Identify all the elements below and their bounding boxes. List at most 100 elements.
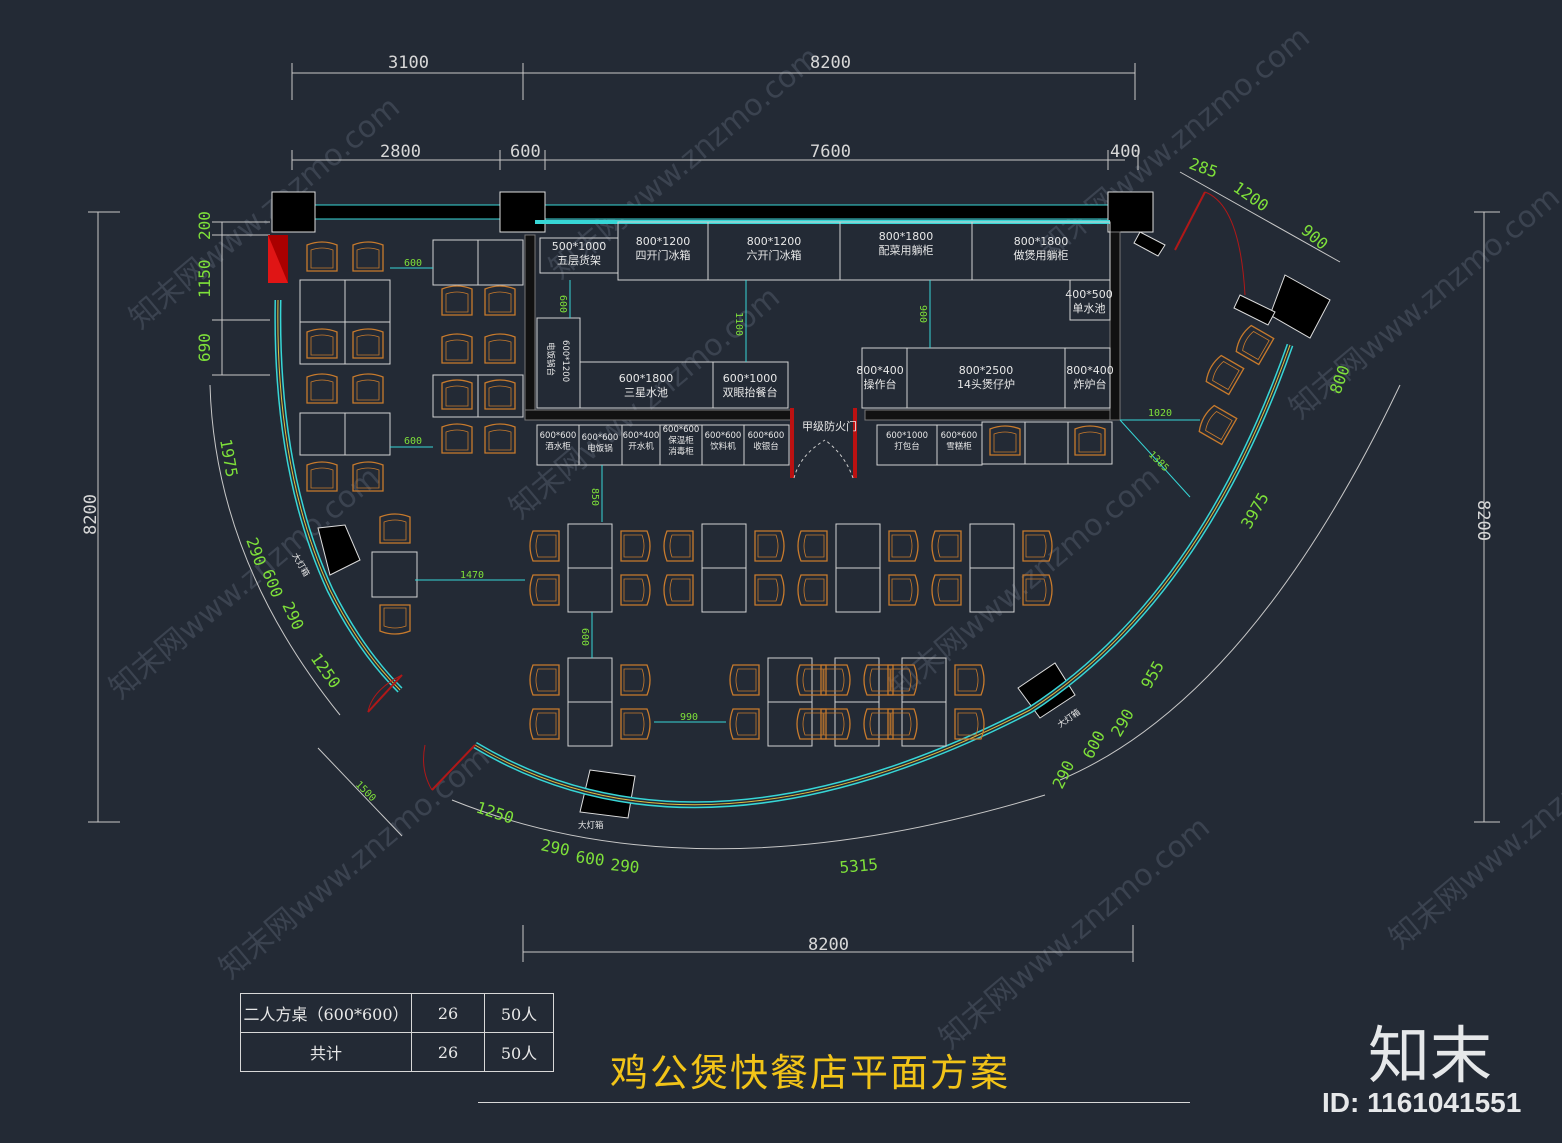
chair: [306, 328, 338, 359]
facade-glass: [474, 344, 1291, 806]
watermark-text: 知末网www.znzmo.com: [933, 810, 1217, 1056]
counter-size: 600*600: [748, 431, 785, 441]
dining-table: [477, 374, 524, 418]
dim-curve-3975: 3975: [1237, 489, 1273, 532]
chair-seat: [937, 534, 959, 558]
equipment-size: 500*1000: [552, 240, 607, 253]
chair-seat: [937, 578, 959, 602]
chair: [663, 530, 694, 562]
chair-outline: [888, 574, 919, 606]
equipment-name: 双眼抬餐台: [723, 385, 778, 399]
chair-seat: [823, 712, 845, 736]
dim-left-200: 200: [195, 211, 214, 240]
dim-curve-290-b: 290: [278, 599, 307, 633]
chair-outline: [441, 285, 473, 316]
chair: [441, 285, 473, 316]
chair: [729, 664, 760, 696]
chair-seat: [669, 534, 691, 558]
interior-dimension-lines: [390, 267, 1200, 723]
dim-left-8200: 8200: [81, 494, 101, 535]
chair-outline: [306, 241, 338, 272]
counter-name: 雪糕柜: [946, 441, 972, 452]
dim-left-690: 690: [195, 333, 214, 362]
chair-outline: [888, 530, 919, 562]
chair: [1074, 425, 1106, 456]
equipment-name: 五层货架: [557, 253, 601, 267]
chair: [379, 604, 411, 635]
chair-outline: [529, 664, 560, 696]
chair-seat: [310, 379, 334, 401]
dim-curve-955: 955: [1137, 657, 1168, 692]
chair-seat: [1078, 431, 1102, 453]
watermark-text: 知末网www.znzmo.com: [883, 460, 1167, 706]
chair-outline: [1235, 324, 1275, 366]
chair-seat: [488, 385, 512, 407]
watermark-text: 知末网www.znzmo.com: [1383, 710, 1562, 956]
chair-outline: [729, 708, 760, 740]
chair-outline: [1074, 425, 1106, 456]
lightbox-label-right: 大灯箱: [1055, 707, 1083, 731]
dim-top-8200: 8200: [810, 53, 851, 73]
chair-outline: [754, 574, 785, 606]
chair-seat: [623, 668, 645, 692]
chair-outline: [931, 530, 962, 562]
chair: [484, 285, 516, 316]
counter-size: 600*600: [663, 425, 700, 435]
chair-seat: [310, 467, 334, 489]
equipment-size: 800*400: [1066, 364, 1114, 377]
summary-cell: 二人方桌（600*600）: [240, 993, 412, 1033]
chair: [663, 574, 694, 606]
chair-seat: [890, 712, 912, 736]
chair: [620, 574, 651, 606]
chair-seat: [310, 247, 334, 269]
chair-outline: [441, 333, 473, 364]
chair-outline: [620, 708, 651, 740]
chair: [306, 461, 338, 492]
entrance-doors: [367, 191, 1246, 791]
equipment-name: 炸炉台: [1074, 377, 1107, 391]
chair-outline: [954, 708, 985, 740]
chair: [529, 664, 560, 696]
misc-labels: 甲级防火门 大灯箱 大灯箱 大灯箱: [289, 419, 1083, 831]
watermark-text: 知末网www.znzmo.com: [213, 740, 497, 986]
chair-seat: [735, 712, 757, 736]
chair-outline: [931, 574, 962, 606]
chair-seat: [623, 534, 645, 558]
chair: [306, 373, 338, 404]
chair: [797, 574, 828, 606]
chair: [352, 373, 384, 404]
chair-outline: [379, 604, 411, 635]
chair-seat: [757, 534, 779, 558]
dim-int-1020: 1020: [1148, 408, 1172, 419]
dining-table: [371, 551, 418, 598]
chair: [1198, 404, 1238, 446]
chair-seat: [823, 668, 845, 692]
chair-seat: [383, 607, 407, 629]
counter-size: 600*600: [705, 431, 742, 441]
chair-seat: [445, 429, 469, 451]
chair-seat: [1025, 534, 1047, 558]
walls: [268, 191, 1331, 819]
equipment-name: 14头煲仔炉: [957, 378, 1015, 391]
counter-size: 600*1000: [886, 431, 928, 441]
chair: [863, 708, 894, 740]
dim-int-850: 850: [589, 488, 600, 506]
dim-bottom-8200: 8200: [808, 935, 849, 955]
chair-outline: [484, 379, 516, 410]
dim-int-900: 900: [917, 305, 928, 323]
dining-table: [567, 567, 613, 613]
facade-glass: [277, 299, 401, 691]
chair: [888, 574, 919, 606]
chair-outline: [796, 664, 827, 696]
equipment-size: 600*1200: [560, 340, 570, 382]
dim-int-990: 990: [680, 712, 698, 723]
watermark-text: 知末网www.znzmo.com: [103, 460, 387, 706]
chair: [484, 423, 516, 454]
chair: [797, 530, 828, 562]
plan-title: 鸡公煲快餐店平面方案: [610, 1051, 1011, 1095]
chair: [888, 530, 919, 562]
chair-seat: [891, 534, 913, 558]
dim-curve-290-e: 290: [1107, 705, 1138, 740]
chair: [620, 530, 651, 562]
